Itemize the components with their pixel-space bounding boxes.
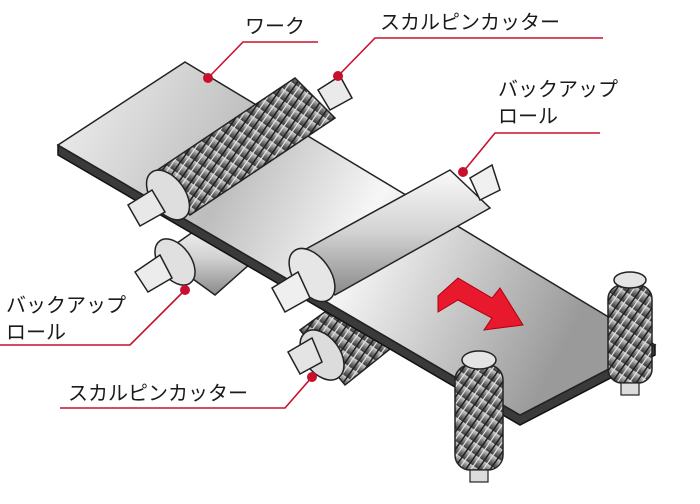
label-skiving-cutter-bottom: スカルピンカッター (68, 381, 248, 405)
label-backup-roll-right-2: ロール (498, 104, 558, 128)
edge-cutter-right (607, 271, 653, 396)
label-backup-roll-left-1: バックアップ (6, 293, 126, 317)
label-skiving-cutter-top: スカルピンカッター (380, 10, 560, 34)
edge-cutter-front (454, 350, 504, 483)
upper-backup-roll (271, 163, 501, 314)
label-work: ワーク (245, 14, 305, 38)
label-backup-roll-left-2: ロール (6, 320, 66, 344)
arrow-right-down-icon (437, 277, 524, 331)
upper-skiving-cutter (126, 74, 354, 228)
leader-lines (0, 37, 603, 409)
label-backup-roll-right-1: バックアップ (498, 77, 618, 101)
leader-dots (180, 71, 468, 382)
